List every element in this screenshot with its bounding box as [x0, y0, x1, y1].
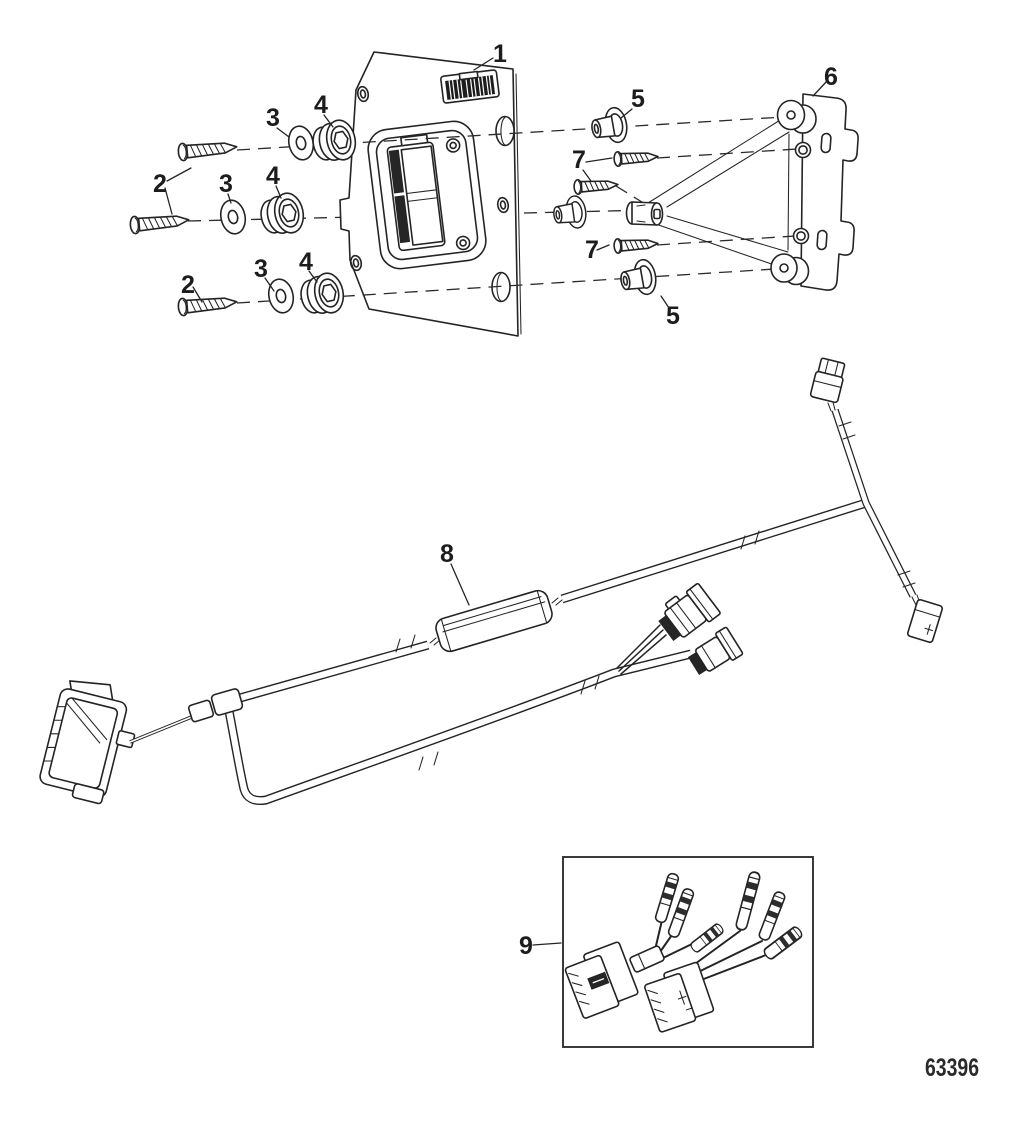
washer-3-middle: [216, 197, 250, 237]
callout-9: 9: [519, 932, 533, 960]
harness-main-connector: [39, 680, 136, 805]
plate-connector-housing: [367, 120, 487, 270]
screw-7c: [612, 235, 660, 255]
plate-hole-top: [495, 115, 515, 147]
callout-4-bottom: 4: [299, 248, 313, 276]
plate-hole-bottom: [491, 271, 511, 303]
screw-2-top: [176, 137, 239, 162]
grommet-4-bottom: [296, 269, 348, 320]
harness-connector-b: [687, 626, 744, 675]
callout-1: 1: [493, 40, 507, 68]
resistor-module: [429, 589, 563, 653]
mounting-bracket: [625, 93, 859, 291]
screw-2-middle: [128, 210, 191, 235]
callout-7-bottom: 7: [585, 236, 599, 264]
callout-5-bottom: 5: [666, 302, 680, 330]
bullet-terminal: [734, 870, 762, 932]
callout-2-bottom: 2: [181, 271, 195, 299]
washer-3-top: [284, 123, 318, 163]
wiring-harness: [39, 357, 944, 805]
adapter-kit-box: [562, 856, 814, 1048]
harness-connector-a: [658, 582, 721, 641]
bushing-5-bottom: [617, 257, 660, 300]
bullet-terminal: [688, 921, 726, 955]
bushing-5-top: [588, 105, 631, 148]
harness-connector-top: [809, 357, 846, 412]
callout-2-top: 2: [153, 170, 167, 198]
callouts: 1 2 2 3 3 3 4 4 4 5 5 6 7 7 8 9: [153, 40, 838, 960]
callout-3-bottom: 3: [254, 255, 268, 283]
adapter-right: [644, 870, 805, 1033]
barcode-label: [440, 69, 500, 104]
adapter-left: [564, 871, 726, 1019]
mounting-plate: [339, 51, 522, 337]
harness-sleeve-junction: [210, 688, 244, 716]
bullet-terminal: [757, 889, 787, 943]
callout-5-top: 5: [631, 85, 645, 113]
washer-3-bottom: [264, 276, 298, 316]
drawing-number: 63396: [925, 1054, 979, 1082]
callout-4-top: 4: [314, 91, 328, 119]
callout-8: 8: [440, 540, 454, 568]
bushing-center: [550, 193, 589, 232]
screw-7a: [612, 148, 660, 168]
callout-6: 6: [824, 63, 838, 91]
callout-3-middle: 3: [219, 170, 233, 198]
callout-3-top: 3: [266, 104, 280, 132]
screw-7b: [572, 176, 620, 196]
axis-screw7c: [656, 235, 796, 246]
callout-4-middle: 4: [266, 162, 280, 190]
callout-leaders: [164, 57, 829, 946]
grommet-4-middle: [256, 189, 308, 240]
callout-7-top: 7: [572, 146, 586, 174]
harness-connector-bottom: [906, 594, 944, 644]
bracket-left-hub: [625, 201, 664, 226]
